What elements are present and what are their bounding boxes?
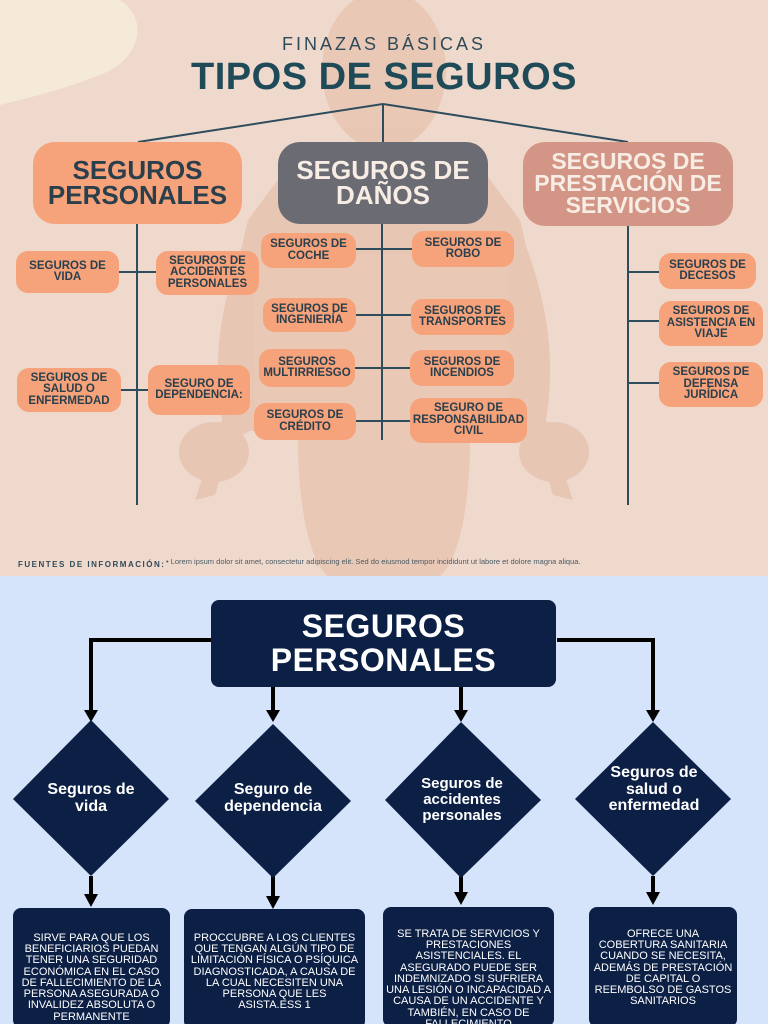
- item-seguros-accidentes-personales: SEGUROS DE ACCIDENTES PERSONALES: [156, 251, 259, 295]
- item-seguro-responsabilidad-civil: SEGURO DE RESPONSABILIDAD CIVIL: [410, 398, 527, 443]
- item-seguros-de-coche: SEGUROS DE COCHE: [261, 233, 356, 268]
- description-dependencia: PROCCUBRE A LOS CLIENTES QUE TENGAN ALGÚ…: [184, 909, 365, 1024]
- description-accidentes: SE TRATA DE SERVICIOS Y PRESTACIONES ASI…: [383, 907, 554, 1024]
- diamond-seguro-de-dependencia: [195, 724, 351, 878]
- diamond-seguros-de-accidentes: [385, 722, 541, 878]
- diamond-label-dependencia: Seguro de dependencia: [224, 781, 322, 815]
- diamond-seguros-de-salud: [575, 722, 731, 876]
- item-seguros-de-vida: SEGUROS DE VIDA: [16, 251, 119, 293]
- description-salud: OFRECE UNA COBERTURA SANITARIA CUANDO SE…: [589, 907, 737, 1024]
- description-vida: SIRVE PARA QUE LOS BENEFICIARIOS PUEDAN …: [13, 908, 170, 1024]
- sources-label: FUENTES DE INFORMACIÓN:: [18, 560, 166, 569]
- seguros-personales-flowchart: SEGUROS PERSONALES Seguros de vida Segur…: [0, 576, 768, 1024]
- item-seguros-de-credito: SEGUROS DE CRÉDITO: [254, 403, 356, 440]
- item-seguros-defensa-juridica: SEGUROS DE DEFENSA JURÍDICA: [659, 362, 763, 407]
- arrowheads: [84, 710, 660, 909]
- connector-lines: [118, 103, 660, 505]
- diamond-label-salud: Seguros de salud o enfermedad: [608, 763, 700, 815]
- page-supertitle: FINAZAS BÁSICAS: [281, 34, 487, 54]
- page-title: TIPOS DE SEGUROS: [191, 56, 577, 98]
- decision-diamonds: [13, 720, 731, 878]
- category-seguros-de-servicios: SEGUROS DE PRESTACIÓN DE SERVICIOS: [523, 142, 733, 226]
- sources-text: • Lorem ipsum dolor sit amet, consectetu…: [166, 557, 581, 566]
- tipos-de-seguros-infographic: FINAZAS BÁSICAS TIPOS DE SEGUROS SEGUROS…: [0, 0, 768, 576]
- item-seguros-salud-enfermedad: SEGUROS DE SALUD O ENFERMEDAD: [17, 368, 121, 412]
- category-seguros-personales: SEGUROS PERSONALES: [33, 142, 242, 224]
- item-seguros-de-transportes: SEGUROS DE TRANSPORTES: [411, 299, 514, 335]
- diamond-label-vida: Seguros de vida: [47, 781, 135, 815]
- item-seguros-multirriesgo: SEGUROS MULTIRRIESGO: [259, 349, 355, 387]
- diamond-seguros-de-vida: [13, 720, 169, 876]
- item-seguros-de-decesos: SEGUROS DE DECESOS: [659, 253, 756, 289]
- diamond-label-accidentes: Seguros de accidentes personales: [421, 775, 503, 824]
- item-seguro-dependencia: SEGURO DE DEPENDENCIA:: [148, 365, 250, 415]
- item-seguros-de-ingenieria: SEGUROS DE INGENIERÍA: [263, 298, 356, 332]
- item-seguros-de-incendios: SEGUROS DE INCENDIOS: [410, 350, 514, 386]
- category-seguros-de-danos: SEGUROS DE DAÑOS: [278, 142, 488, 224]
- item-seguros-de-robo: SEGUROS DE ROBO: [412, 231, 514, 267]
- cream-blob: [0, 0, 138, 105]
- flowchart-shapes: [13, 638, 731, 909]
- seguros-personales-header: SEGUROS PERSONALES: [211, 600, 556, 687]
- item-seguros-asistencia-en-viaje: SEGUROS DE ASISTENCIA EN VIAJE: [659, 301, 763, 346]
- flowchart-arrows: [89, 638, 655, 900]
